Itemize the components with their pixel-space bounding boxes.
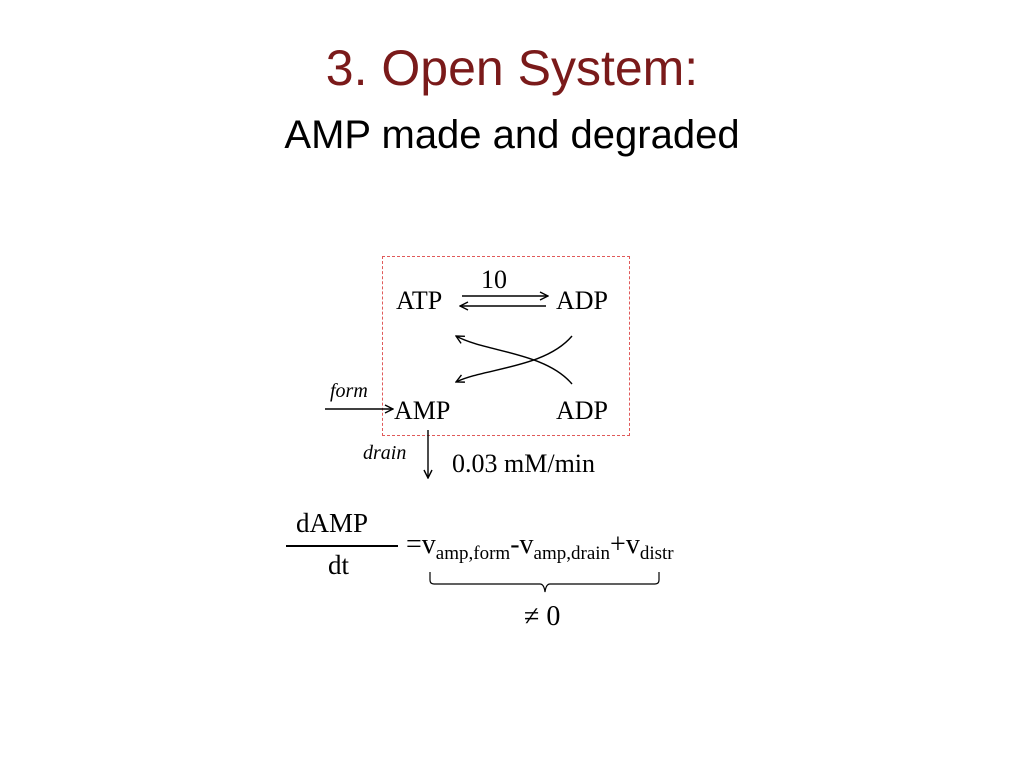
fraction-bar — [286, 545, 398, 547]
form-label: form — [330, 380, 368, 402]
adp-top-label: ADP — [556, 286, 609, 315]
eq-sub-distr: distr — [639, 543, 674, 564]
fraction-numerator: dAMP — [296, 508, 369, 538]
eq-prefix: =v — [406, 529, 436, 560]
brace-result: ≠ 0 — [524, 601, 561, 632]
atp-label: ATP — [396, 286, 443, 315]
amp-label: AMP — [394, 396, 451, 425]
underbrace — [429, 572, 660, 593]
drain-rate-label: 0.03 mM/min — [452, 449, 596, 478]
rate-label-top: 10 — [481, 265, 507, 294]
fraction-denominator: dt — [328, 550, 350, 580]
eq-sub-drain: amp,drain — [533, 543, 611, 564]
adp-bottom-label: ADP — [556, 396, 609, 425]
eq-minus: -v — [510, 529, 534, 560]
slide-subtitle: AMP made and degraded — [284, 113, 740, 157]
eq-sub-form: amp,form — [435, 543, 511, 564]
curve-arrow-to-top-left — [456, 336, 573, 385]
eq-plus: +v — [610, 529, 640, 560]
curve-arrow-to-bottom-left — [456, 335, 573, 382]
rate-equation: =vamp,form-vamp,drain+vdistr — [406, 528, 674, 571]
drain-label: drain — [363, 442, 407, 464]
slide-title: 3. Open System: — [325, 40, 699, 96]
dashed-system-box — [382, 256, 630, 436]
